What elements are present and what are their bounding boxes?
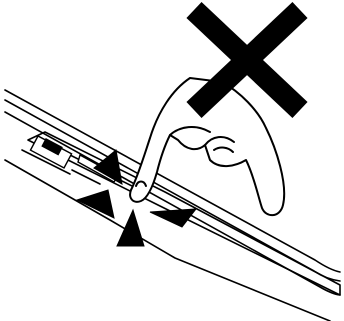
prohibited-x-icon — [194, 10, 300, 110]
arrow-icon — [150, 209, 196, 227]
fingernail — [136, 182, 146, 187]
arrow-icon — [117, 210, 144, 246]
device-outline-3 — [5, 112, 340, 295]
slot-latch — [30, 136, 71, 168]
